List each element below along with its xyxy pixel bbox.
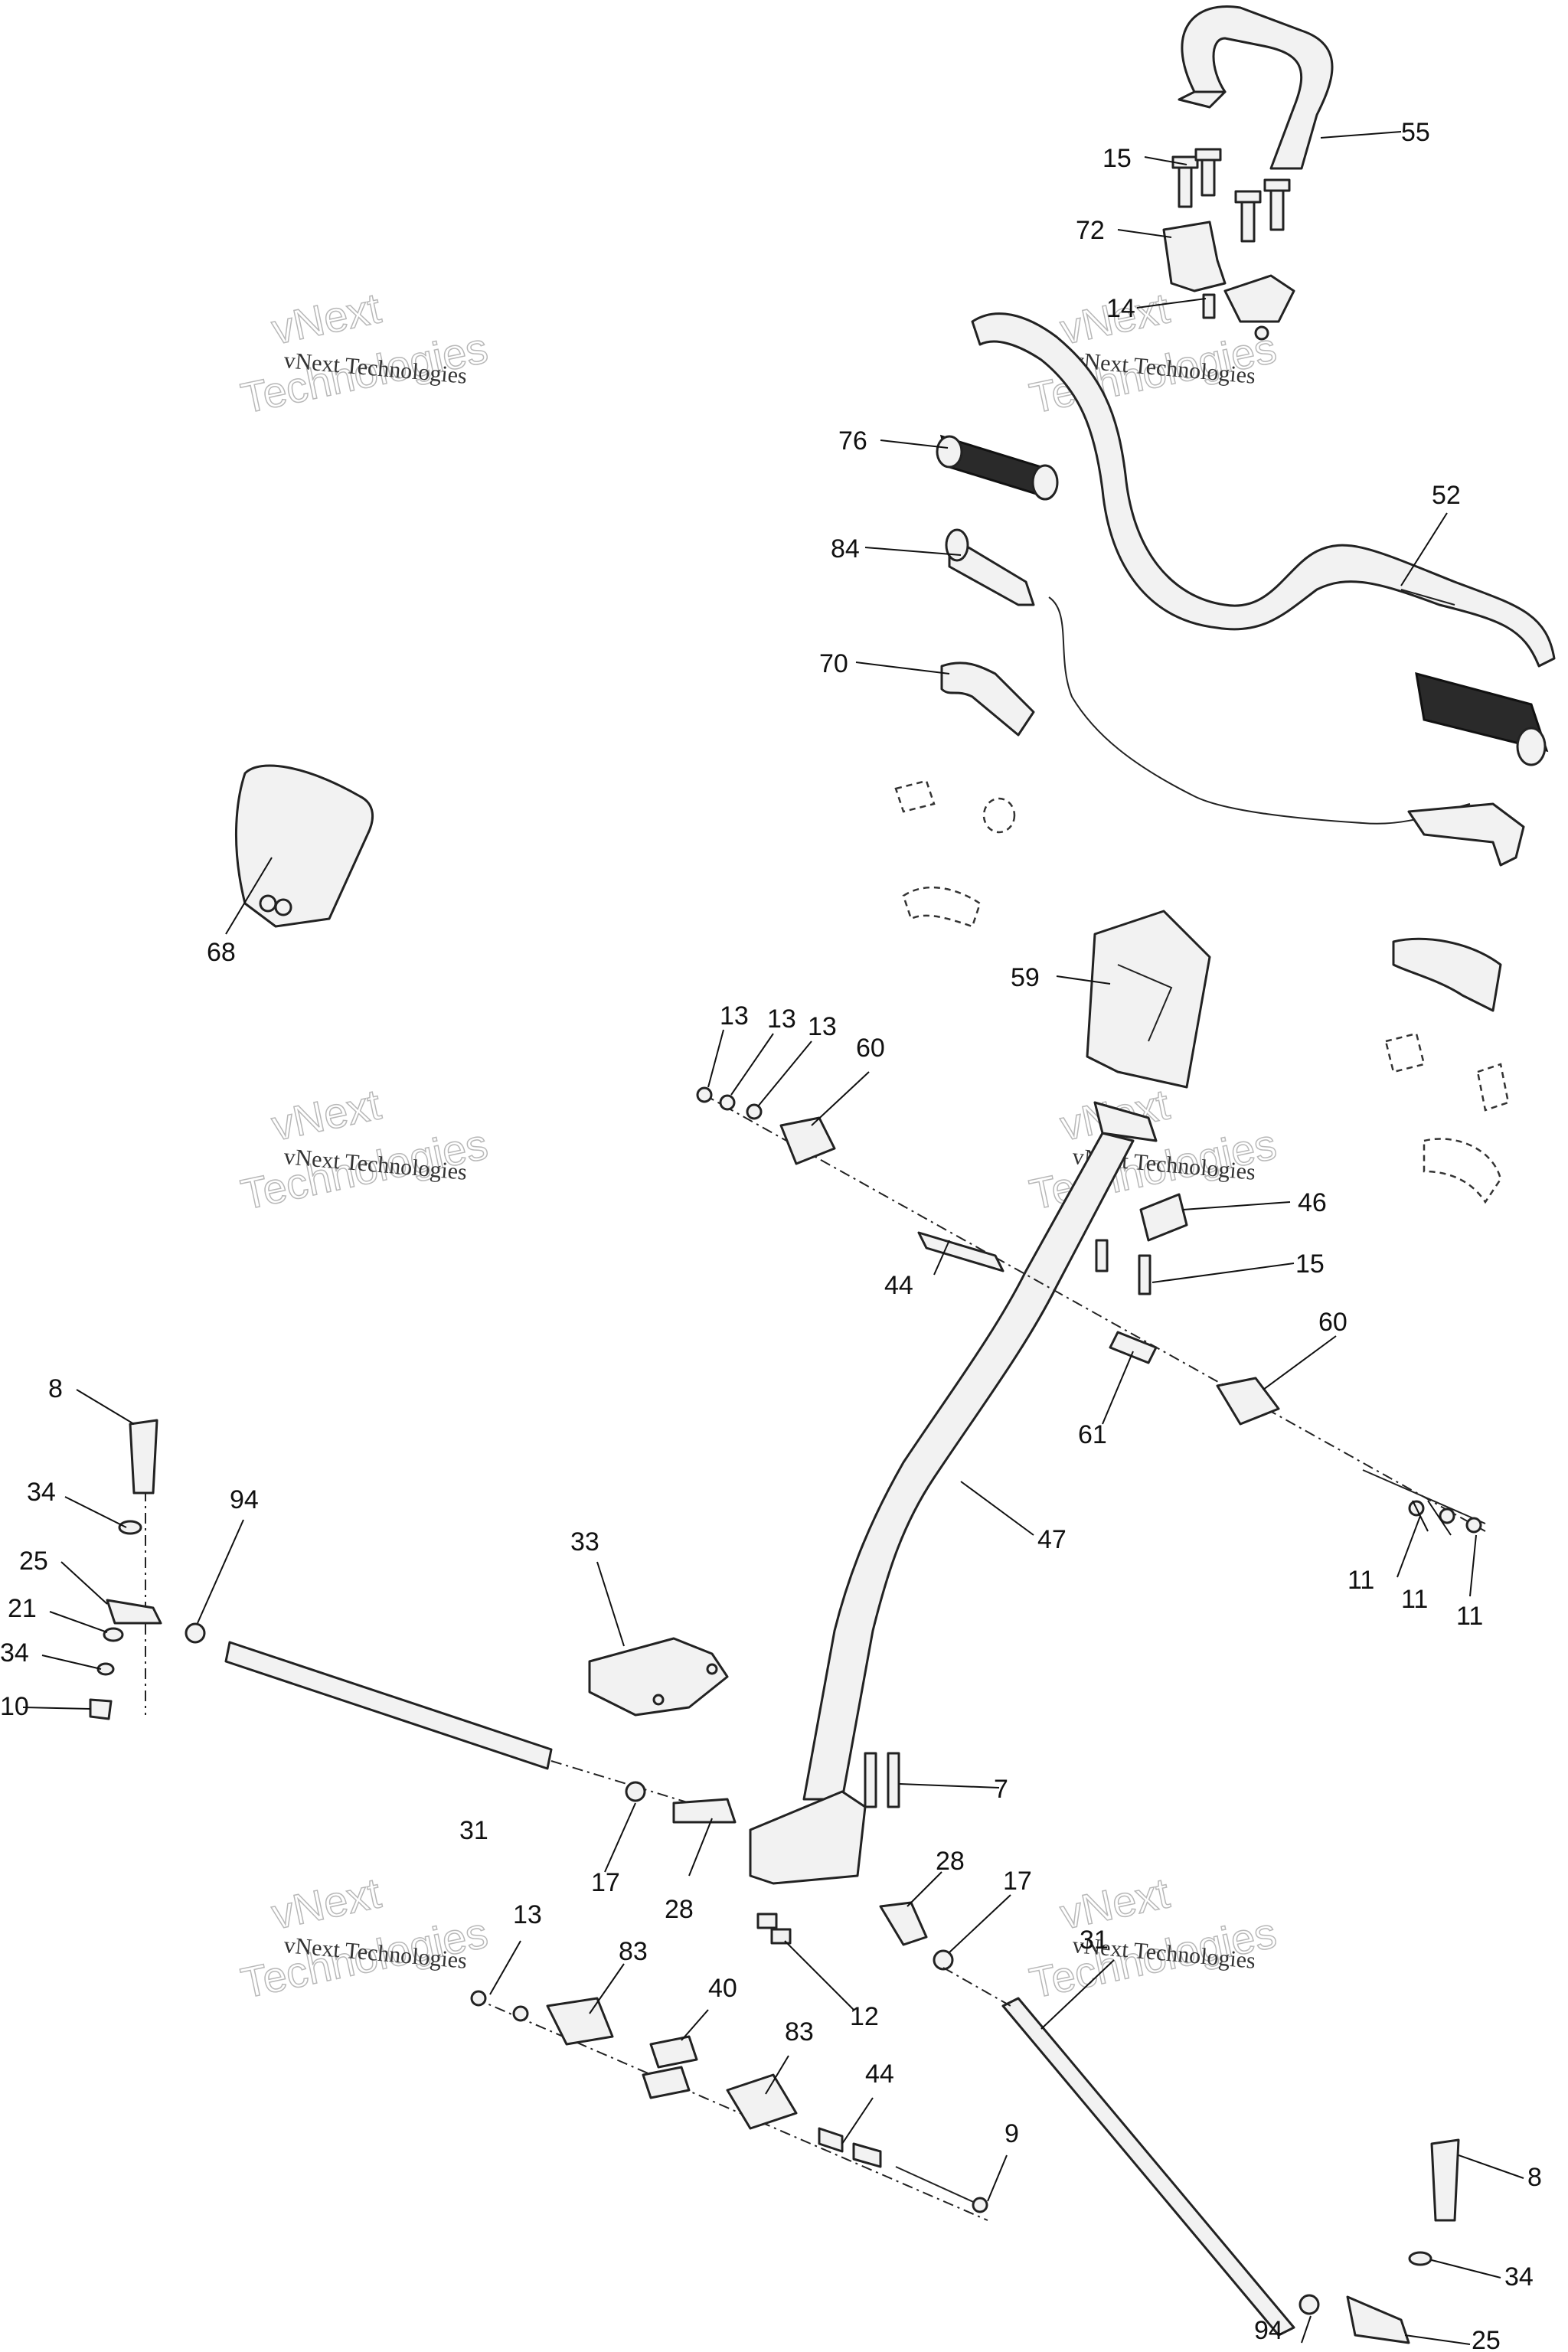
callout-68: 68	[207, 938, 236, 967]
callout-13b: 13	[767, 1004, 796, 1034]
watermark-top-left: vNext Technologies vNext Technologies	[237, 283, 492, 423]
svg-text:vNext: vNext	[267, 283, 385, 353]
watermark-bottom-right: vNext Technologies vNext Technologies	[1025, 1868, 1281, 2008]
right-tie-rod-assembly	[942, 1967, 1460, 2344]
watermark-bottom-left: vNext Technologies vNext Technologies	[237, 1868, 492, 2008]
callout-17b: 17	[1003, 1867, 1032, 1896]
leader-lines	[22, 131, 1524, 2345]
right-grip	[1392, 671, 1549, 1012]
callout-8a: 8	[48, 1374, 63, 1403]
svg-text:vNext: vNext	[267, 1868, 385, 1938]
callout-60b: 60	[1318, 1308, 1348, 1337]
callout-70: 70	[819, 649, 848, 678]
callout-94a: 94	[230, 1485, 259, 1514]
callout-34a: 34	[27, 1478, 56, 1507]
callout-11a: 11	[1348, 1566, 1374, 1595]
grip-insert-70	[940, 662, 1035, 737]
svg-text:vNext: vNext	[1056, 1868, 1174, 1938]
cover-plate-33	[588, 1637, 729, 1717]
callout-40: 40	[708, 1974, 737, 2003]
callout-76: 76	[838, 426, 867, 456]
svg-text:vNext: vNext	[267, 1080, 385, 1149]
callout-83a: 83	[619, 1937, 648, 1966]
callout-31b: 31	[1080, 1926, 1109, 1955]
callout-11c: 11	[1456, 1602, 1483, 1631]
callout-33: 33	[570, 1527, 599, 1557]
heated-grip-84	[945, 528, 1471, 825]
callout-13c: 13	[808, 1012, 837, 1041]
callout-34b: 34	[0, 1638, 29, 1668]
callout-14: 14	[1106, 294, 1135, 323]
handlebar-clamps-72	[1162, 220, 1295, 341]
callout-31a: 31	[459, 1816, 488, 1845]
steering-column-47	[749, 1101, 1158, 1885]
watermark-mid-right: vNext Technologies vNext Technologies	[1025, 1080, 1281, 1220]
callout-12: 12	[850, 2002, 879, 2031]
handlebar-52	[971, 312, 1556, 668]
callout-15a: 15	[1102, 144, 1132, 173]
phantom-parts	[894, 779, 1510, 1204]
callout-55: 55	[1401, 118, 1430, 147]
callout-10: 10	[0, 1692, 29, 1721]
callout-61: 61	[1078, 1420, 1107, 1449]
callout-44a: 44	[884, 1271, 913, 1300]
callout-84: 84	[831, 534, 860, 564]
callout-15b: 15	[1295, 1250, 1325, 1279]
callout-17a: 17	[591, 1868, 620, 1897]
watermark-mid-left: vNext Technologies vNext Technologies	[237, 1080, 492, 1220]
callout-46: 46	[1298, 1188, 1327, 1217]
callout-59: 59	[1011, 963, 1040, 992]
callout-8b: 8	[1527, 2163, 1542, 2192]
grip-76	[936, 434, 1059, 501]
callout-52: 52	[1432, 481, 1461, 510]
callout-21: 21	[8, 1594, 37, 1623]
callout-7: 7	[994, 1775, 1008, 1804]
callout-13d: 13	[513, 1900, 542, 1929]
callout-28b: 28	[936, 1847, 965, 1876]
callout-labels: 55 15 72 14 76 52 84 70 68 59 13 13 13 6…	[0, 118, 1542, 2352]
callout-34c: 34	[1504, 2262, 1534, 2292]
callout-83b: 83	[785, 2017, 814, 2047]
lower-shaft-assembly	[470, 1990, 988, 2221]
callout-44b: 44	[865, 2060, 894, 2089]
callout-47: 47	[1037, 1525, 1067, 1554]
left-tie-rod-assembly	[89, 1419, 737, 1824]
callout-60a: 60	[856, 1034, 885, 1063]
grab-handle-55	[1178, 5, 1334, 170]
callout-72: 72	[1076, 216, 1105, 245]
riser-59	[1086, 910, 1211, 1089]
callout-9: 9	[1004, 2119, 1019, 2148]
callout-13a: 13	[720, 1001, 749, 1031]
clamp-46	[1095, 1193, 1188, 1295]
callout-94b: 94	[1254, 2316, 1283, 2345]
callout-25b: 25	[1472, 2326, 1501, 2352]
base-fasteners	[756, 1752, 954, 1971]
callout-25a: 25	[19, 1547, 48, 1576]
cover-68	[234, 764, 374, 928]
callout-11b: 11	[1401, 1585, 1428, 1614]
callout-28a: 28	[665, 1895, 694, 1924]
